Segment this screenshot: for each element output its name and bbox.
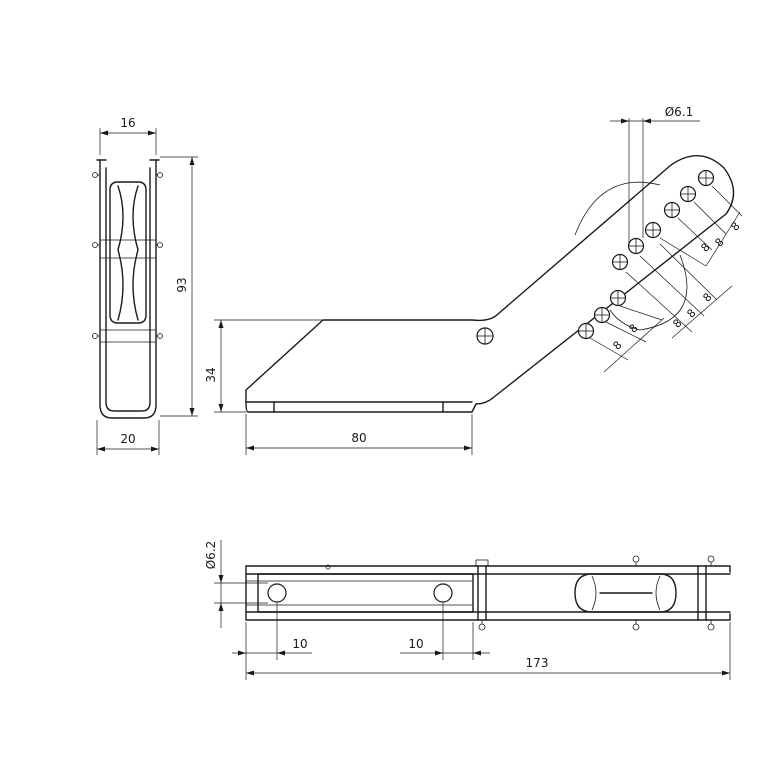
- dim-10-b-label: 10: [408, 637, 423, 651]
- dim-20-label: 20: [120, 432, 135, 446]
- top-view: Ø6.2 10 10 173: [204, 540, 731, 680]
- dim-dia-62-label: Ø6.2: [204, 541, 218, 570]
- hole-row-upper: [627, 169, 715, 255]
- pitch-label-7: 8: [698, 240, 712, 254]
- pitch-label-1: 8: [728, 219, 742, 233]
- dim-16-label: 16: [120, 116, 135, 130]
- front-view: 16 93 20: [92, 116, 198, 455]
- dim-173-label: 173: [526, 656, 549, 670]
- dim-93-label: 93: [175, 277, 189, 292]
- side-view: Ø6.1 8 8 8 8 8 8 8 8: [204, 105, 743, 455]
- hole-row-lower: [577, 253, 629, 340]
- dim-34-label: 34: [204, 367, 218, 382]
- dim-80-label: 80: [351, 431, 366, 445]
- pitch-label-2: 8: [712, 235, 726, 249]
- dim-dia-61-label: Ø6.1: [665, 105, 694, 119]
- pitch-label-6: 8: [610, 338, 624, 352]
- dim-10-a-label: 10: [292, 637, 307, 651]
